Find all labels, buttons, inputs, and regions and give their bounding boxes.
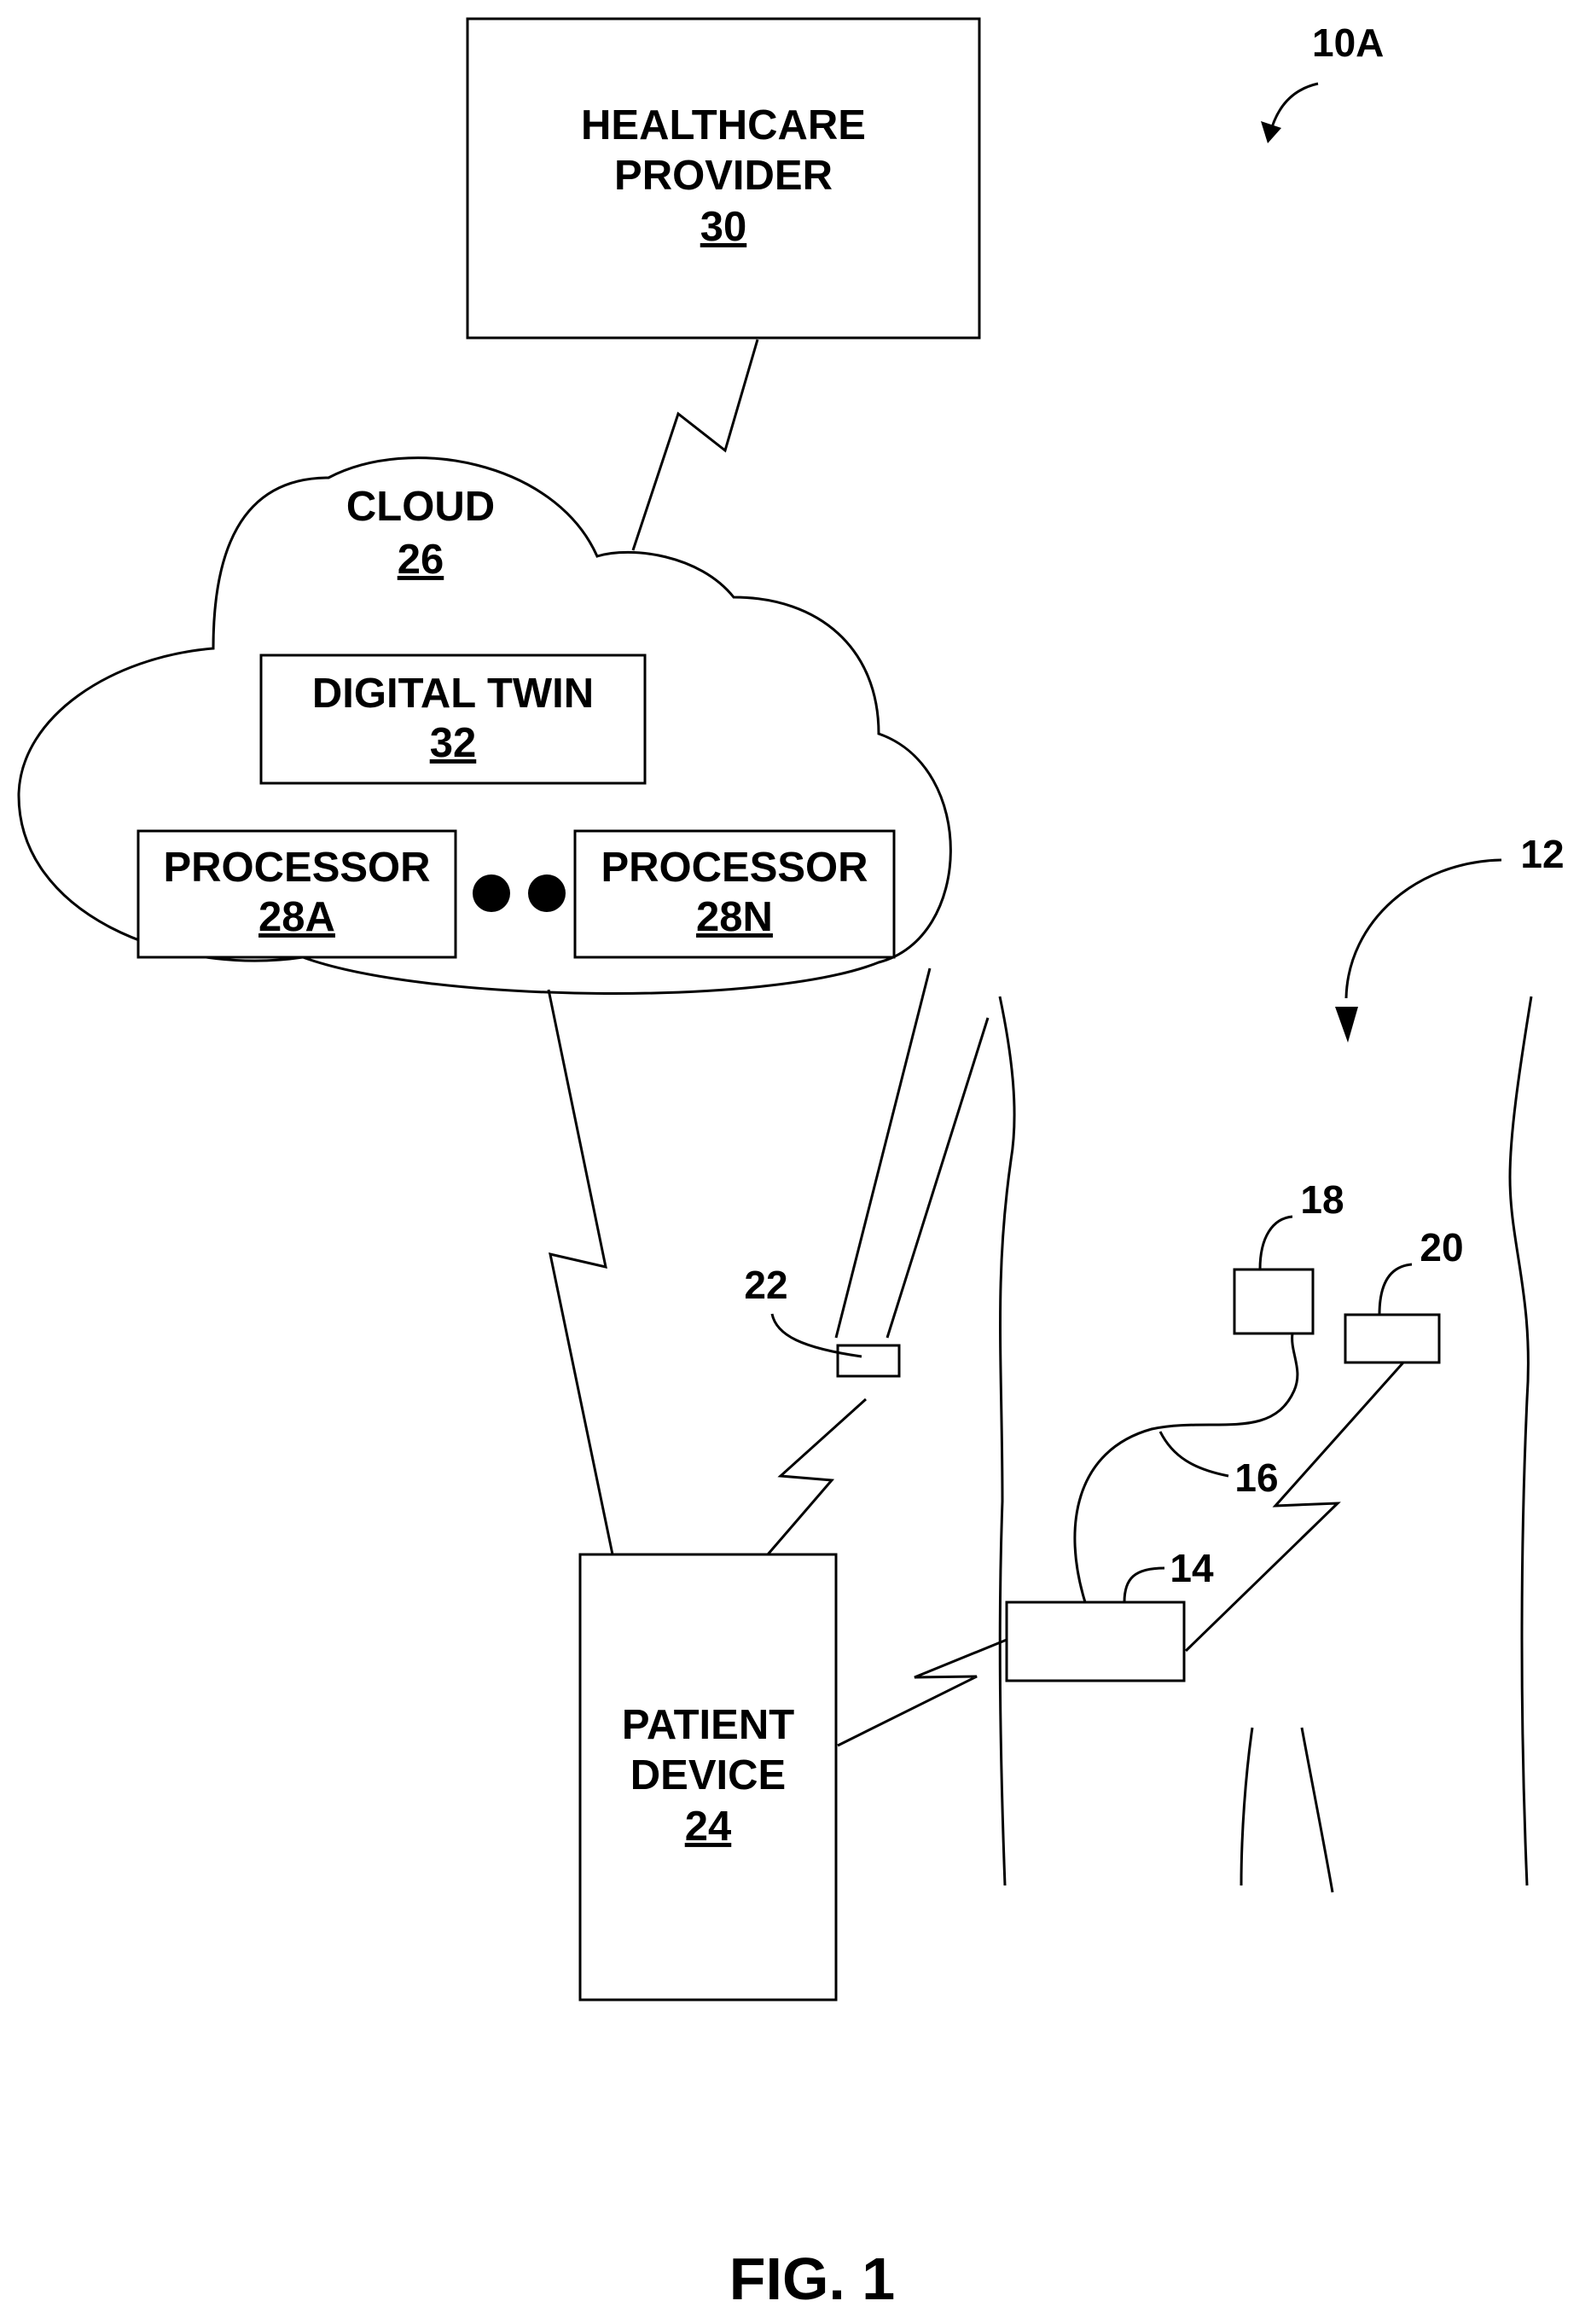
cloud-ref: 26 bbox=[398, 537, 444, 583]
processor-n-box: PROCESSOR 28N bbox=[575, 831, 894, 957]
patient-arm-inner bbox=[887, 1018, 988, 1338]
patient-ref-arrow bbox=[1335, 860, 1501, 1043]
digital-twin-ref: 32 bbox=[430, 720, 477, 766]
sensor-18 bbox=[1234, 1269, 1313, 1333]
patient-arm-outer bbox=[836, 968, 930, 1338]
wearable-ref-label: 22 bbox=[744, 1263, 787, 1307]
healthcare-provider-ref: 30 bbox=[700, 204, 747, 250]
patient-device-label-line2: DEVICE bbox=[630, 1752, 786, 1798]
processor-n-label: PROCESSOR bbox=[601, 845, 868, 891]
patient-body-outline bbox=[836, 968, 1531, 1892]
implant-ref-label: 14 bbox=[1170, 1546, 1214, 1590]
digital-twin-label: DIGITAL TWIN bbox=[312, 671, 594, 717]
ellipsis-dot-2 bbox=[528, 874, 566, 912]
patient-torso-left bbox=[1000, 996, 1014, 1885]
processor-a-label: PROCESSOR bbox=[163, 845, 430, 891]
implant-leader bbox=[1124, 1568, 1164, 1602]
diagram-ref-arrow bbox=[1261, 84, 1318, 143]
link-provider-cloud bbox=[633, 340, 758, 550]
lead-leader bbox=[1160, 1432, 1228, 1476]
link-implant-patient-device bbox=[838, 1640, 1007, 1746]
healthcare-provider-label-line2: PROVIDER bbox=[614, 153, 833, 199]
link-wearable-patient-device bbox=[768, 1399, 866, 1554]
processor-a-ref: 28A bbox=[258, 894, 335, 940]
patient-device-box: PATIENT DEVICE 24 bbox=[580, 1554, 836, 2000]
digital-twin-box: DIGITAL TWIN 32 bbox=[261, 655, 645, 783]
sensor-20-ref-label: 20 bbox=[1420, 1225, 1463, 1269]
figure-caption: FIG. 1 bbox=[729, 2246, 895, 2312]
sensor-20-leader bbox=[1379, 1264, 1412, 1315]
ellipsis-dot-1 bbox=[473, 874, 510, 912]
implant-device bbox=[1007, 1602, 1184, 1681]
patient-torso-right bbox=[1510, 996, 1531, 1885]
patient-leg-left bbox=[1241, 1728, 1252, 1885]
sensor-20 bbox=[1345, 1315, 1439, 1362]
sensor-18-leader bbox=[1260, 1217, 1292, 1269]
lead-ref-label: 16 bbox=[1234, 1455, 1278, 1500]
patient-ref-label: 12 bbox=[1520, 832, 1564, 876]
cloud-label: CLOUD bbox=[346, 484, 495, 530]
patient-device-ref: 24 bbox=[685, 1804, 732, 1850]
healthcare-provider-label-line1: HEALTHCARE bbox=[581, 102, 866, 148]
sensor-18-ref-label: 18 bbox=[1300, 1177, 1344, 1222]
diagram-ref-label: 10A bbox=[1312, 20, 1384, 65]
link-cloud-patient-device bbox=[549, 990, 613, 1554]
link-sensor20-implant bbox=[1186, 1362, 1403, 1651]
wearable-device bbox=[838, 1345, 899, 1376]
processor-a-box: PROCESSOR 28A bbox=[138, 831, 456, 957]
processor-n-ref: 28N bbox=[696, 894, 773, 940]
patient-device-label-line1: PATIENT bbox=[622, 1702, 794, 1748]
patient-leg-right bbox=[1302, 1728, 1333, 1892]
healthcare-provider-box: HEALTHCARE PROVIDER 30 bbox=[467, 19, 979, 338]
